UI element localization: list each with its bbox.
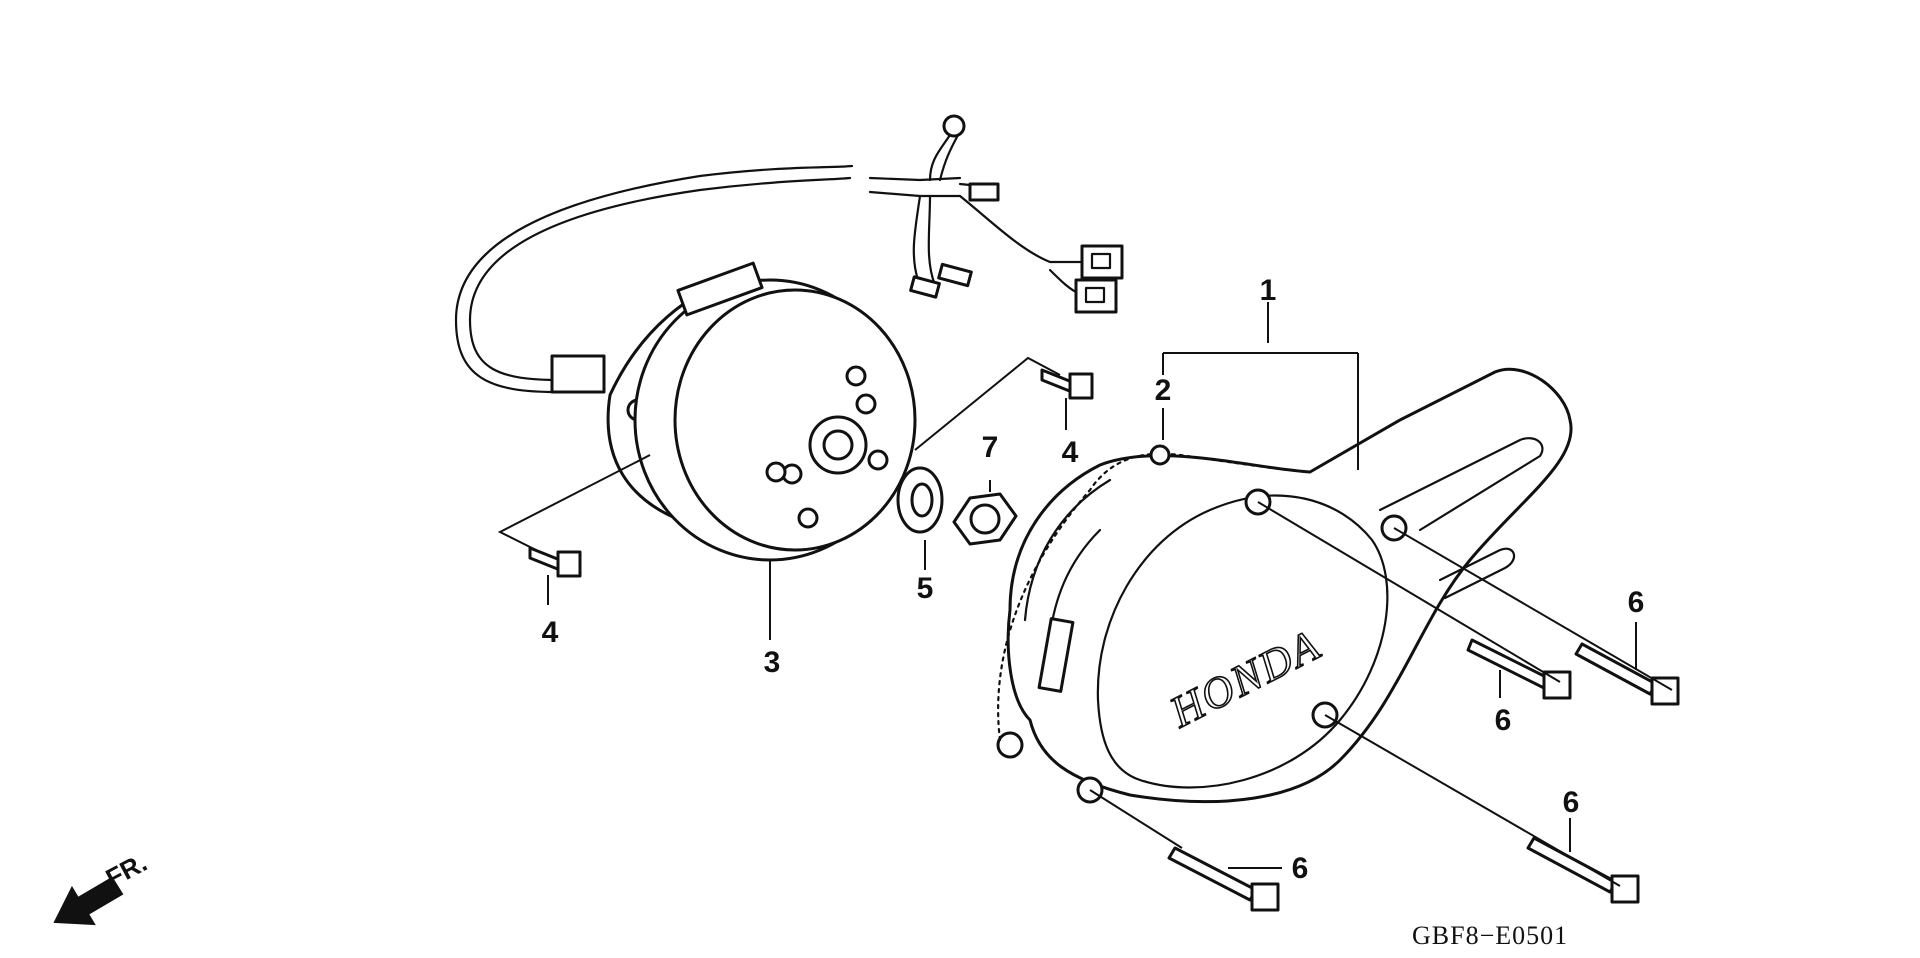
- callout-3: 3: [764, 646, 781, 679]
- callout-4-upper: 4: [1062, 436, 1079, 469]
- flywheel-stator-assembly: [606, 261, 917, 562]
- bullet-connector: [909, 275, 941, 299]
- callout-2: 2: [1155, 374, 1172, 407]
- stator-connector: [676, 261, 764, 317]
- coupler: [1080, 244, 1124, 280]
- callout-7: 7: [982, 431, 999, 464]
- wire-harness: [454, 114, 1124, 394]
- cover-dome: [1096, 494, 1389, 789]
- leader-lines: [497, 302, 1673, 887]
- diagram-code: GBF8−E0501: [1412, 921, 1568, 950]
- bullet-connector: [937, 262, 973, 288]
- callout-6-bottom-right: 6: [1563, 786, 1580, 819]
- front-direction-arrow: FR.: [53, 847, 152, 926]
- wire-grommet: [550, 354, 606, 394]
- gasket-2: [997, 444, 1312, 742]
- callout-6-right: 6: [1628, 586, 1645, 619]
- cover-body: [1006, 367, 1573, 804]
- coupler: [1074, 278, 1118, 314]
- callout-4-lower: 4: [542, 616, 559, 649]
- front-arrow-icon: [53, 876, 124, 926]
- flange-bolt-6-bottom-right: [1526, 836, 1640, 904]
- flange-bolt-6-mid: [1466, 638, 1572, 700]
- nut-7: [952, 492, 1018, 546]
- callout-6-bottom-left: 6: [1292, 852, 1309, 885]
- flywheel-face: [673, 288, 917, 552]
- flange-bolt-6-bottom-left: [1167, 846, 1280, 912]
- left-crankcase-cover: HONDA: [996, 367, 1573, 804]
- flange-bolt-4-lower: [528, 546, 582, 578]
- callout-1: 1: [1260, 274, 1277, 307]
- callout-5: 5: [917, 572, 934, 605]
- bullet-connector: [968, 182, 1000, 202]
- washer-5: [896, 466, 944, 534]
- callout-6-mid: 6: [1495, 704, 1512, 737]
- flange-bolt-6-right: [1574, 642, 1680, 706]
- ring-terminal: [942, 114, 966, 138]
- flange-bolt-4-upper: [1040, 368, 1094, 400]
